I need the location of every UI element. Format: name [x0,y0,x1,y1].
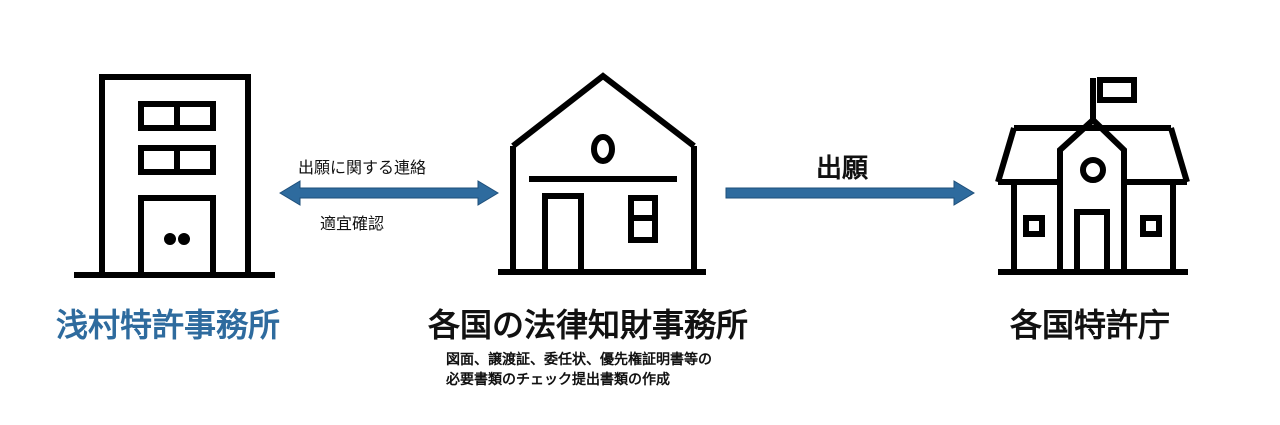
foreign-office-label: 各国の法律知財事務所 [428,306,749,344]
note-line-1: 図面、譲渡証、委任状、優先権証明書等の [446,352,712,368]
requirements-note: 図面、譲渡証、委任状、優先権証明書等の 必要書類のチェック提出書類の作成 [446,350,712,390]
note-line-2: 必要書類のチェック提出書類の作成 [446,372,670,388]
filing-arrow [725,180,975,206]
asamura-office-label: 浅村特許事務所 [56,306,281,344]
communication-top-label: 出願に関する連絡 [298,158,427,177]
patent-office-label: 各国特許庁 [1010,306,1171,344]
communication-bottom-label: 適宜確認 [320,214,385,233]
house-icon [498,72,706,275]
communication-arrow [279,180,499,206]
filing-label: 出願 [816,154,869,184]
office-building-icon [74,74,275,278]
government-building-icon [995,77,1190,275]
